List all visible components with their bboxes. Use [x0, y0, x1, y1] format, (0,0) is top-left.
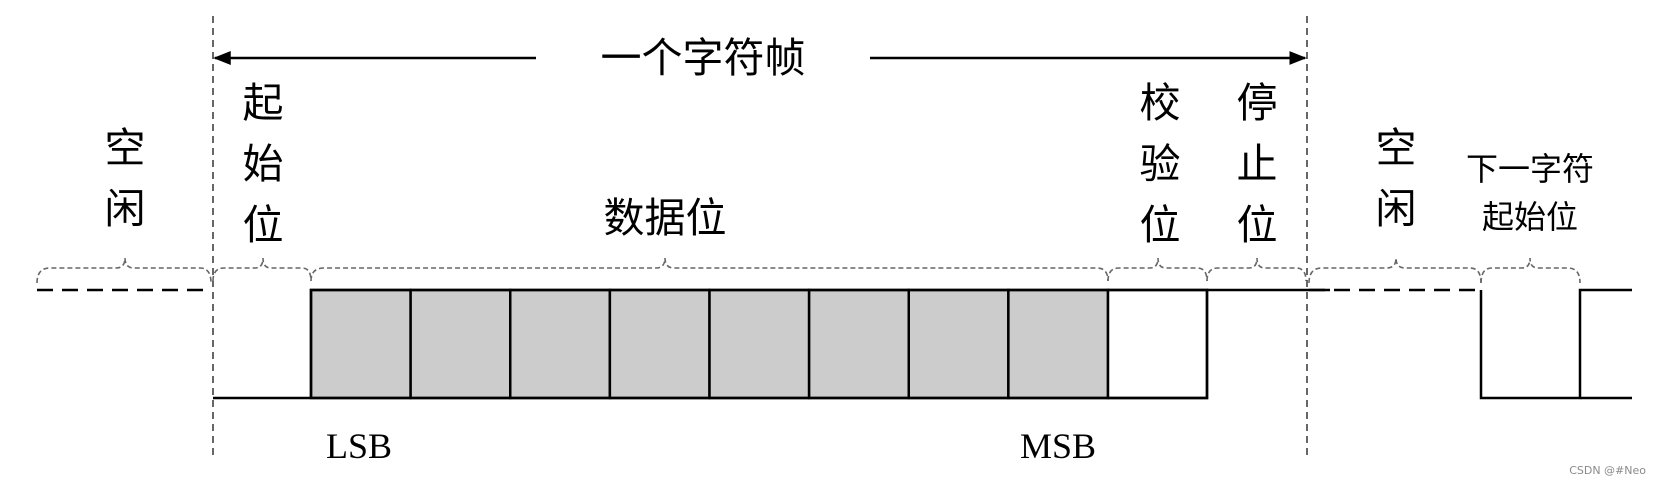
data-bit-cell [509, 288, 612, 400]
stop-bit-label: 停 止 位 [1237, 79, 1278, 249]
data-bits [309, 288, 1110, 400]
data-bits-label: 数据位 [604, 194, 727, 242]
idle-right-brace [1308, 257, 1482, 284]
data-bit-cell [807, 288, 910, 400]
msb-label: MSB [1020, 426, 1096, 466]
stop-bit-char-2: 止 [1237, 140, 1278, 188]
parity-bit-label: 校 验 位 [1140, 79, 1181, 249]
data-bit-cell [907, 288, 1010, 400]
start-bit-char-3: 位 [243, 201, 284, 249]
data-bit-cell [409, 288, 512, 400]
parity-bit-char-2: 验 [1140, 140, 1181, 188]
stop-bit-char-1: 停 [1237, 79, 1278, 127]
next-start-label: 下一字符 起始位 [1466, 150, 1594, 236]
idle-right-char-1: 空 [1376, 124, 1417, 172]
frame-label: 一个字符帧 [601, 34, 806, 82]
data-bit-cell [708, 288, 811, 400]
idle-left-brace [36, 257, 212, 284]
idle-left-char-2: 闲 [105, 185, 146, 233]
start-bit-char-1: 起 [243, 79, 284, 127]
data-bit-cell [1007, 288, 1110, 400]
parity-bit-char-1: 校 [1140, 79, 1181, 127]
lsb-label: LSB [326, 426, 392, 466]
parity-bit-brace [1107, 257, 1208, 282]
next-start-waveform [1479, 288, 1632, 400]
next-start-brace [1480, 257, 1581, 284]
start-bit-label: 起 始 位 [243, 79, 284, 249]
data-bit-cell [608, 288, 711, 400]
idle-right-label: 空 闲 [1376, 124, 1417, 233]
watermark: CSDN @#Neo [1569, 464, 1646, 477]
data-bits-brace [310, 257, 1109, 282]
idle-right-char-2: 闲 [1376, 185, 1417, 233]
idle-left-label: 空 闲 [105, 124, 146, 233]
next-start-line-1: 下一字符 [1466, 150, 1594, 188]
stop-bit-brace [1206, 257, 1307, 282]
next-start-line-2: 起始位 [1482, 198, 1578, 236]
stop-bit-char-3: 位 [1237, 201, 1278, 249]
data-bit-cell [309, 288, 412, 400]
start-bit-char-2: 始 [243, 140, 284, 188]
parity-bit-char-3: 位 [1140, 201, 1181, 249]
idle-left-char-1: 空 [105, 124, 146, 172]
start-bit-brace [212, 257, 312, 282]
parity-bit-cell [1106, 288, 1209, 400]
